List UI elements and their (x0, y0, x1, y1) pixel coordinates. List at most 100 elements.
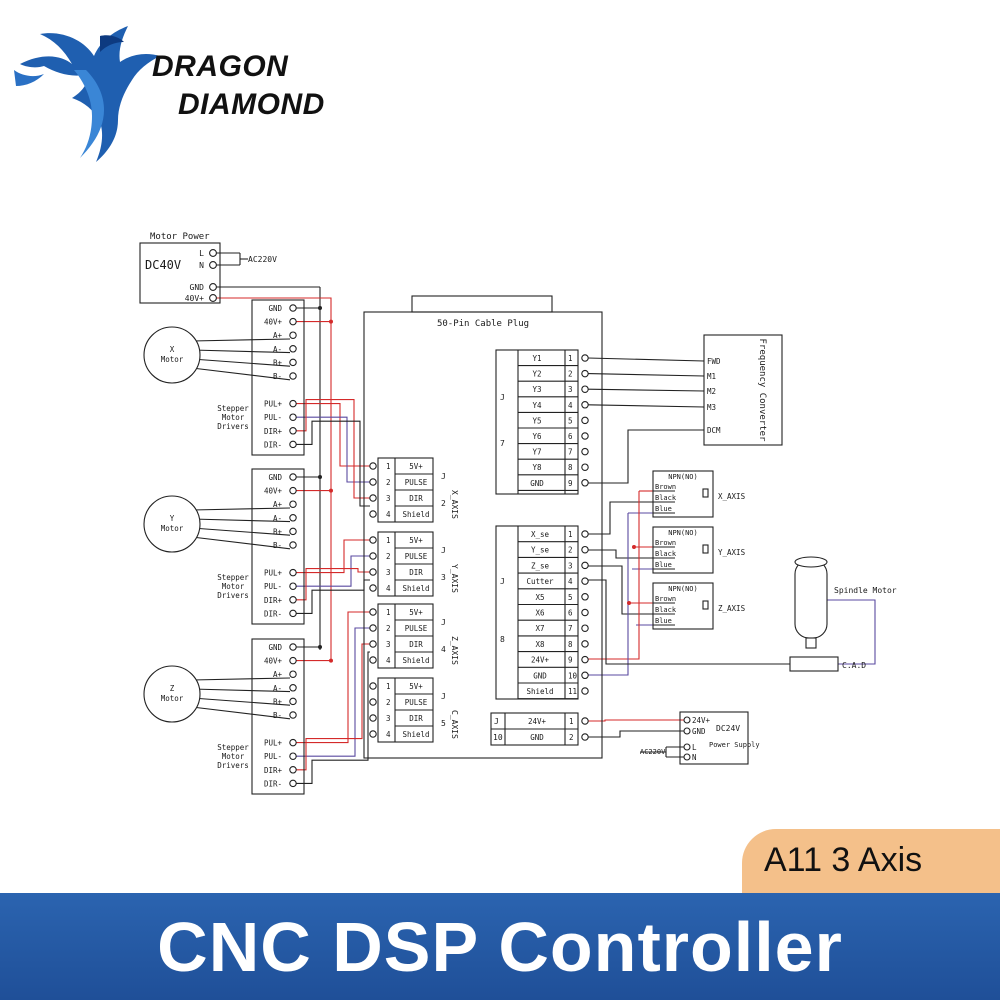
motor-power-terminal (209, 294, 217, 302)
driver-label: Stepper (217, 404, 249, 413)
driver-terminal (289, 711, 297, 719)
input-terminal (581, 624, 589, 632)
driver-pin-label: A- (273, 514, 282, 523)
driver-pin-label: A+ (273, 331, 283, 340)
brand-name-line2: DIAMOND (178, 88, 325, 121)
frequency-converter-box (703, 334, 783, 446)
sensor-wire-label: Black (655, 550, 677, 558)
driver-terminal (289, 500, 297, 508)
driver-terminal (289, 345, 297, 353)
axis-pin-number: 1 (386, 462, 391, 471)
axis-pin-label: Shield (402, 584, 429, 593)
junction-dot (329, 319, 333, 324)
sensor-wire-label: Blue (655, 561, 672, 569)
junction-dot (318, 306, 322, 310)
driver-pin-label: A- (273, 684, 282, 693)
spindle-label: Spindle Motor (834, 586, 897, 595)
dragon-logo-icon (14, 26, 160, 162)
driver-pin-label: B- (273, 541, 282, 550)
power-supply-terminal (683, 716, 691, 724)
block-number: 7 (500, 439, 505, 448)
frequency-converter-pin: M2 (707, 387, 716, 396)
axis-pin-number: 4 (386, 730, 391, 739)
driver-terminal (289, 609, 297, 618)
frequency-converter-pin: M3 (707, 403, 716, 412)
sensor-switch-icon (702, 600, 709, 610)
driver-label: Motor (222, 582, 245, 591)
stepper-driver-box (251, 638, 305, 795)
power-terminal (581, 717, 589, 725)
axis-pin-label: PULSE (405, 478, 428, 487)
power-pin-number: 1 (569, 717, 574, 726)
driver-pin-label: GND (268, 304, 282, 313)
axis-block-number: 4 (441, 645, 446, 654)
driver-terminal (289, 582, 297, 590)
sensor-switch-icon (702, 544, 709, 554)
driver-pin-label: 40V+ (264, 657, 283, 666)
motor-label: Y (170, 514, 175, 523)
driver-terminal (289, 440, 297, 449)
sensor-type-label: NPN(NO) (668, 529, 698, 537)
driver-pin-label: PUL+ (264, 569, 283, 578)
axis-pin-label: PULSE (405, 552, 428, 561)
controller-board (363, 311, 603, 759)
axis-pin-label: Shield (402, 510, 429, 519)
model-tag: A11 3 Axis (742, 829, 1000, 893)
sensor-type-label: NPN(NO) (668, 585, 698, 593)
output-pin-number: 7 (568, 448, 573, 457)
driver-terminal (289, 697, 297, 706)
power-supply-box (679, 711, 749, 765)
output-terminal (581, 369, 589, 378)
axis-pin-number: 4 (386, 584, 391, 593)
output-terminal (581, 416, 589, 425)
driver-terminal (289, 766, 297, 774)
dir-plus-wire (296, 399, 370, 499)
driver-terminal (289, 656, 297, 665)
output-block-7 (495, 349, 579, 495)
motor-wire (191, 349, 291, 354)
psu-ac-label: AC220V (640, 748, 666, 756)
pulse-minus-wire (296, 627, 370, 757)
motor-power-voltage: DC40V (145, 258, 181, 272)
motor-power-box (139, 242, 221, 304)
block-number: 8 (500, 635, 505, 644)
axis-pin-label: 5V+ (409, 682, 423, 691)
motor-label: X (170, 345, 175, 354)
axis-terminal (369, 552, 377, 560)
axis-pin-number: 3 (386, 640, 391, 649)
motor-wire (191, 677, 291, 681)
motor-wire (191, 358, 291, 367)
motor-wire (191, 688, 291, 693)
brand-name-line1: DRAGON (152, 50, 289, 83)
axis-block-name: Y_AXIS (450, 564, 459, 593)
axis-pin-label: DIR (409, 640, 423, 649)
output-pin-label: Y1 (532, 354, 541, 363)
model-label: A11 3 Axis (764, 841, 923, 879)
power-supply-pin: 24V+ (692, 716, 711, 725)
power-block-10 (490, 712, 579, 746)
motor-power-pin-label: L (199, 249, 204, 258)
driver-terminal (289, 684, 297, 692)
power-supply-pin: L (692, 743, 697, 752)
driver-terminal (289, 427, 297, 435)
power-supply-terminal (683, 753, 691, 761)
input-pin-label: X6 (535, 609, 545, 618)
driver-terminal (289, 514, 297, 522)
connector-j-label: J (494, 717, 499, 726)
axis-pin-label: 5V+ (409, 536, 423, 545)
driver-terminal (289, 413, 297, 421)
power-supply-terminal (683, 727, 691, 735)
junction-dot (329, 658, 333, 663)
input-pin-number: 11 (568, 687, 577, 696)
spindle-motor-body (794, 559, 828, 639)
cutter-wire (588, 579, 790, 665)
driver-pin-label: DIR+ (264, 596, 283, 605)
axis-terminal (369, 584, 377, 592)
axis-block (377, 677, 434, 743)
connector-j-label: J (500, 393, 505, 402)
pulse-minus-wire (296, 416, 370, 483)
input-pin-number: 6 (568, 609, 573, 618)
dir-minus-wire (296, 420, 370, 507)
output-pin-label: Y2 (532, 370, 541, 379)
output-pin-label: GND (530, 479, 544, 488)
